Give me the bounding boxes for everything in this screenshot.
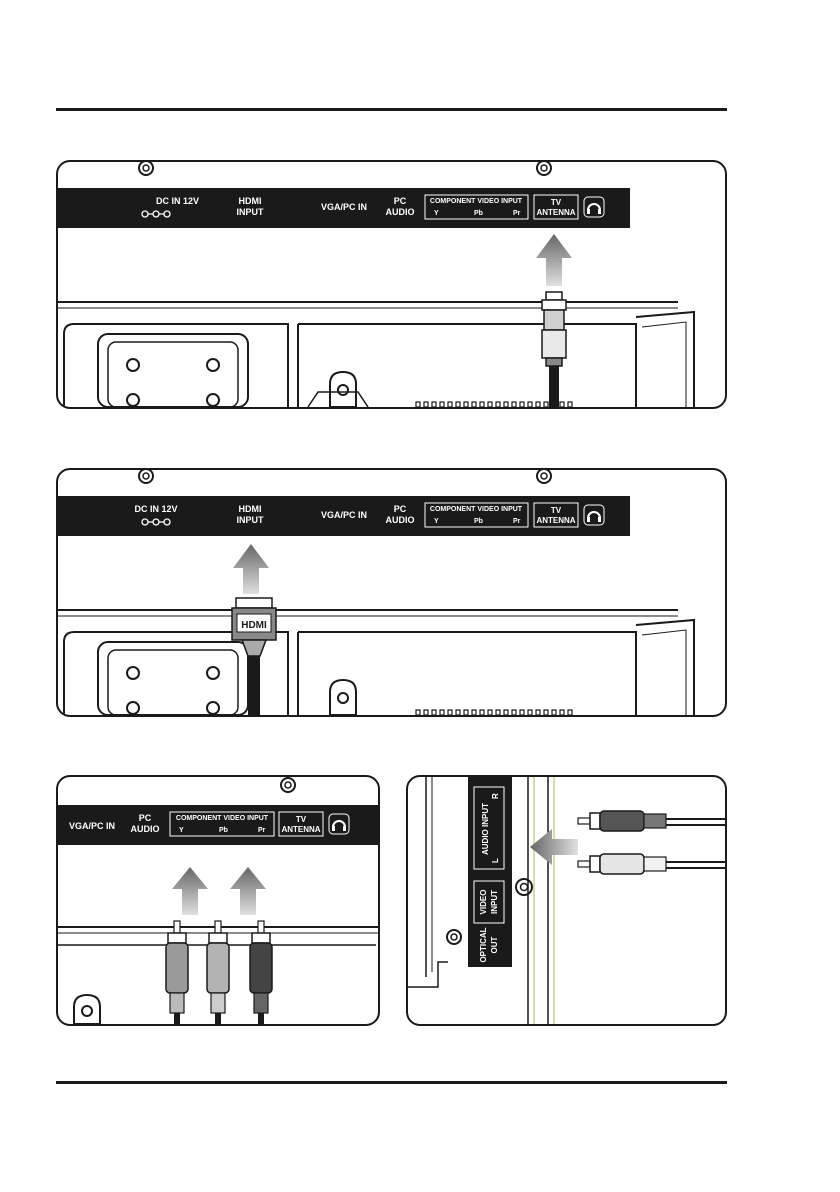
insert-arrow (536, 234, 572, 286)
rca-connector-audio-l (578, 854, 725, 874)
insert-arrow (233, 544, 269, 594)
panel-antenna-connection: DC IN 12V HDMI INPUT VGA/PC IN PC AUDIO … (56, 160, 727, 409)
port-tv-label-2: ANTENNA (536, 516, 575, 525)
port-hdmi-label-2: INPUT (237, 515, 265, 525)
port-vga-label: VGA/PC IN (321, 510, 367, 520)
port-tv-label: TV (551, 506, 562, 515)
svg-text:INPUT: INPUT (490, 890, 499, 914)
component-pb: Pb (474, 210, 483, 217)
component-y: Y (179, 827, 184, 834)
audio-r-label: R (491, 793, 500, 799)
top-rule (56, 108, 727, 111)
svg-text:DC IN 12V: DC IN 12V (134, 504, 177, 514)
svg-text:OPTICAL: OPTICAL (479, 927, 488, 962)
port-pc-audio-label: PC (394, 504, 407, 514)
port-pc-audio-label: PC (139, 813, 152, 823)
panel-side-av-connection: AUDIO INPUT L R VIDEO INPUT OPTICAL OUT (406, 775, 727, 1026)
port-hdmi-label: HDMI (239, 504, 262, 514)
svg-text:DC IN 12V: DC IN 12V (156, 196, 199, 206)
rca-connector-pb (207, 921, 229, 1024)
rca-connector-audio-r (578, 811, 725, 831)
port-tv-label: TV (296, 815, 307, 824)
port-tv-label: TV (551, 198, 562, 207)
port-pc-audio-label-2: AUDIO (131, 824, 160, 834)
component-video-title: COMPONENT VIDEO INPUT (176, 815, 269, 822)
port-vga-label: VGA/PC IN (69, 821, 115, 831)
hdmi-plug-label: HDMI (241, 620, 267, 631)
rca-connector-pr (250, 921, 272, 1024)
insert-arrow (230, 867, 266, 915)
audio-input-label: AUDIO INPUT (481, 803, 490, 855)
component-pb: Pb (219, 827, 228, 834)
port-tv-label-2: ANTENNA (281, 825, 320, 834)
component-video-title: COMPONENT VIDEO INPUT (430, 198, 523, 205)
component-pr: Pr (258, 827, 266, 834)
panel-component-connection: VGA/PC IN PC AUDIO COMPONENT VIDEO INPUT… (56, 775, 380, 1026)
component-y: Y (434, 518, 439, 525)
port-pc-audio-label-2: AUDIO (386, 515, 415, 525)
component-y: Y (434, 210, 439, 217)
component-video-title: COMPONENT VIDEO INPUT (430, 506, 523, 513)
port-pc-audio-label-2: AUDIO (386, 207, 415, 217)
coax-connector (542, 292, 566, 407)
component-pr: Pr (513, 210, 521, 217)
port-tv-label-2: ANTENNA (536, 208, 575, 217)
port-pc-audio-label: PC (394, 196, 407, 206)
port-hdmi-label: HDMI (239, 196, 262, 206)
bottom-rule (56, 1081, 727, 1084)
rca-connector-y (166, 921, 188, 1024)
component-pb: Pb (474, 518, 483, 525)
insert-arrow (172, 867, 208, 915)
svg-text:OUT: OUT (490, 936, 499, 953)
audio-l-label: L (491, 858, 500, 863)
component-pr: Pr (513, 518, 521, 525)
panel-hdmi-connection: DC IN 12V HDMI INPUT VGA/PC IN PC AUDIO … (56, 468, 727, 717)
port-vga-label: VGA/PC IN (321, 202, 367, 212)
svg-text:VIDEO: VIDEO (479, 890, 488, 915)
port-hdmi-label-2: INPUT (237, 207, 265, 217)
